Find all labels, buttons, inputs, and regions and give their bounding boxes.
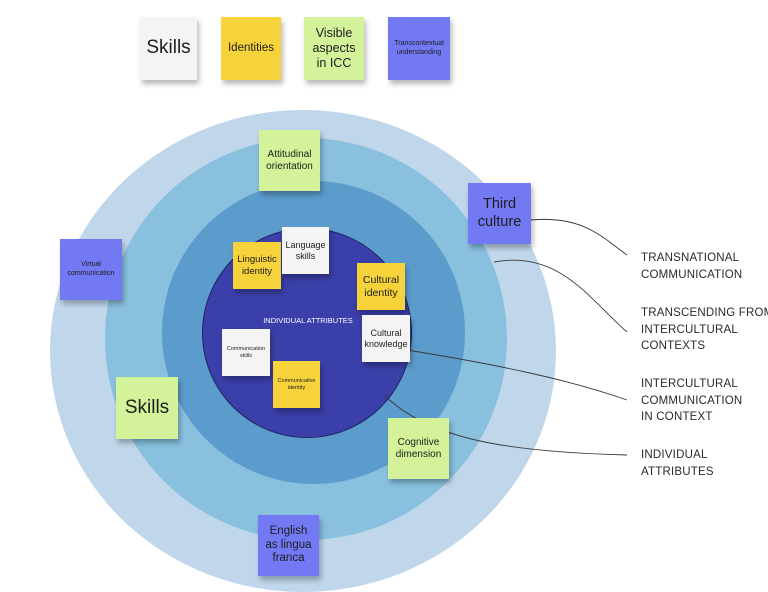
note-communication-skills[interactable]: Communication skills [222,329,270,376]
connector-transnational [530,218,628,256]
connector-transcending [493,259,628,333]
connector-individual [383,394,628,456]
label-transcending: TRANSCENDING FROM INTERCULTURAL CONTEXTS [641,307,768,353]
center-label: INDIVIDUAL ATTRIBUTES [263,316,353,325]
label-intercultural-context: INTERCULTURAL COMMUNICATION IN CONTEXT [641,378,743,424]
label-individual: INDIVIDUAL ATTRIBUTES [641,449,714,478]
note-virtual-communication[interactable]: Virtual communication [60,239,122,300]
legend-transcontextual[interactable]: Transcontextual understanding [388,17,450,80]
note-third-culture[interactable]: Third culture [468,183,531,244]
label-transnational: TRANSNATIONAL COMMUNICATION [641,252,743,281]
legend-visible-aspects[interactable]: Visible aspects in ICC [304,17,364,80]
legend-skills[interactable]: Skills [140,17,197,80]
legend-identities[interactable]: Identities [221,17,281,80]
note-language-skills[interactable]: Language skills [282,227,329,274]
note-communicative-identity[interactable]: Communicative identity [273,361,320,408]
note-linguistic-identity[interactable]: Linguistic identity [233,242,281,289]
note-cultural-identity[interactable]: Cultural identity [357,263,405,310]
connector-intercultural-context [406,349,628,401]
note-skills[interactable]: Skills [116,377,178,439]
note-attitudinal-orientation[interactable]: Attitudinal orientation [259,130,320,191]
note-english-lingua-franca[interactable]: English as lingua franca [258,515,319,576]
note-cognitive-dimension[interactable]: Cognitive dimension [388,418,449,479]
note-cultural-knowledge[interactable]: Cultural knowledge [362,315,410,362]
